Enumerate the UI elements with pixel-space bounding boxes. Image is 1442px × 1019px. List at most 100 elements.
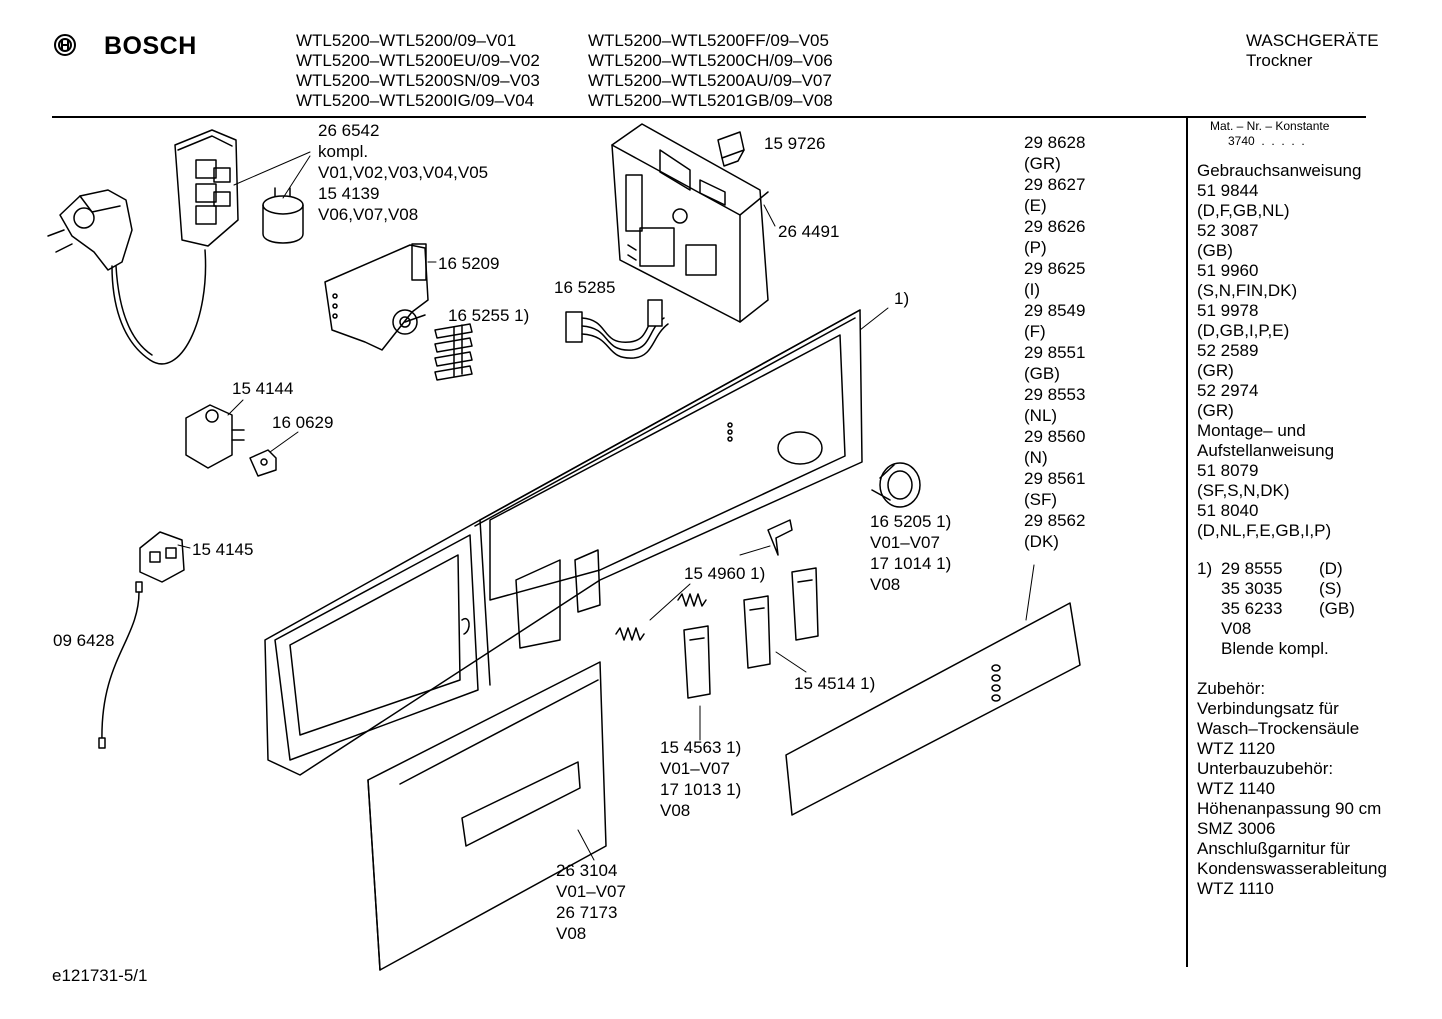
header-divider — [52, 116, 1366, 118]
wire-icon — [98, 581, 143, 749]
accessory-line: Kondenswasserableitung — [1197, 859, 1387, 878]
manual-line: Montage– und — [1197, 421, 1306, 440]
footnote-country: (D) — [1319, 559, 1343, 578]
manual-line: 52 2974 — [1197, 381, 1259, 400]
accessory-line: Unterbauzubehör: — [1197, 759, 1334, 778]
part-label-drawer: 26 3104 V01–V07 26 7173 V08 — [556, 861, 626, 943]
brand-name: BOSCH — [104, 32, 197, 60]
footnote-part: 35 6233 — [1221, 599, 1283, 618]
sensor-block-icon — [139, 531, 185, 583]
part-label-connector: 15 9726 — [764, 134, 826, 153]
footnote-version: V08 — [1221, 619, 1252, 638]
push-button-icon — [791, 567, 819, 641]
footnote-country: (S) — [1319, 579, 1342, 598]
manuals-list: Gebrauchsanweisung 51 9844 (D,F,GB,NL) 5… — [1197, 161, 1361, 541]
part-label-ribbon: 16 5285 — [554, 278, 616, 297]
electronic-module-icon — [611, 123, 769, 323]
accessory-line: Anschlußgarnitur für — [1197, 839, 1351, 858]
filter-block-icon — [174, 129, 239, 247]
manual-line: (D,GB,I,P,E) — [1197, 321, 1290, 340]
accessory-line: Wasch–Trockensäule — [1197, 719, 1360, 738]
manual-line: 51 8040 — [1197, 501, 1259, 520]
control-board-icon — [324, 243, 429, 351]
part-label-fascia-list: 29 8628 (GR) 29 8627 (E) 29 8626 (P) 29 … — [1024, 133, 1086, 551]
fascia-strip-icon — [785, 602, 1081, 816]
mat-nr-value: 3740 . . . . . — [1228, 134, 1305, 148]
power-plug-icon — [47, 189, 207, 365]
push-button-icon — [683, 625, 711, 699]
figure-code: e121731-5/1 — [52, 966, 148, 985]
spring-icon — [677, 593, 707, 607]
footnote-country: (GB) — [1319, 599, 1355, 618]
category-title: WASCHGERÄTE — [1246, 31, 1379, 50]
accessory-line: SMZ 3006 — [1197, 819, 1276, 838]
control-panel-icon — [264, 309, 863, 776]
door-switch-icon — [185, 404, 245, 469]
accessory-line: Verbindungsatz für — [1197, 699, 1339, 718]
manual-line: (GB) — [1197, 241, 1233, 260]
manual-line: 51 8079 — [1197, 461, 1259, 480]
part-label-push-buttons: 15 4514 1) — [794, 674, 876, 693]
subcategory-title: Trockner — [1246, 51, 1313, 70]
sidebar-divider — [1186, 117, 1188, 967]
ribbon-cable-icon — [565, 299, 669, 359]
selector-knob-icon — [871, 462, 921, 508]
part-label-buttons: 16 5255 1) — [448, 306, 530, 325]
manual-line: Aufstellanweisung — [1197, 441, 1335, 460]
manual-line: 52 2589 — [1197, 341, 1259, 360]
model-item: WTL5200–WTL5200SN/09–V03 — [296, 71, 540, 90]
connector-icon — [717, 131, 745, 167]
exploded-parts-drawing — [47, 123, 1081, 971]
model-item: WTL5200–WTL5200IG/09–V04 — [296, 91, 535, 110]
part-label-spring-clip: 15 4960 1) — [684, 564, 766, 583]
model-item: WTL5200–WTL5200/09–V01 — [296, 31, 517, 50]
footnote-part: 35 3035 — [1221, 579, 1283, 598]
footnote-marker: 1) — [1197, 559, 1213, 578]
push-button-set-icon — [434, 323, 473, 381]
footnote-part: 29 8555 — [1221, 559, 1283, 578]
part-label-sensor: 15 4145 — [192, 540, 254, 559]
footnote-table: 1) 29 8555 (D) 35 3035 (S) 35 6233 (GB) … — [1197, 559, 1355, 659]
model-list-left: WTL5200–WTL5200/09–V01 WTL5200–WTL5200EU… — [296, 31, 540, 111]
model-item: WTL5200–WTL5200CH/09–V06 — [588, 51, 833, 70]
part-label-door-switch: 15 4144 — [232, 379, 294, 398]
manual-line: (D,NL,F,E,GB,I,P) — [1197, 521, 1332, 540]
manual-line: 51 9978 — [1197, 301, 1259, 320]
mat-nr-block: Mat. – Nr. – Konstante 3740 . . . . . — [1210, 119, 1329, 149]
part-label-wire: 09 6428 — [53, 631, 115, 650]
accessory-line: Zubehör: — [1197, 679, 1266, 698]
accessory-line: WTZ 1120 — [1197, 739, 1276, 758]
part-label-board: 16 5209 — [438, 254, 500, 273]
manual-line: (S,N,FIN,DK) — [1197, 281, 1298, 300]
model-item: WTL5200–WTL5200AU/09–V07 — [588, 71, 832, 90]
manual-line: Gebrauchsanweisung — [1197, 161, 1362, 180]
push-button-icon — [743, 595, 771, 669]
model-item: WTL5200–WTL5200FF/09–V05 — [588, 31, 829, 50]
part-label-push-button: 15 4563 1) V01–V07 17 1013 1) V08 — [660, 738, 742, 820]
capacitor-icon — [262, 187, 304, 244]
part-label-knob: 16 5205 1) V01–V07 17 1014 1) V08 — [870, 512, 952, 594]
part-label-panel: 1) — [894, 289, 910, 308]
clip-icon — [249, 449, 277, 477]
footnote-block: 1) 29 8555 (D) 35 3035 (S) 35 6233 (GB) … — [1197, 559, 1355, 659]
accessory-line: WTZ 1110 — [1197, 879, 1274, 898]
manual-line: (GR) — [1197, 361, 1234, 380]
accessory-line: Höhenanpassung 90 cm — [1197, 799, 1382, 818]
manual-line: (GR) — [1197, 401, 1234, 420]
manual-line: 52 3087 — [1197, 221, 1259, 240]
manual-line: 51 9844 — [1197, 181, 1259, 200]
accessories-list: Zubehör: Verbindungsatz für Wasch–Trocke… — [1197, 679, 1387, 899]
bosch-logo-icon — [54, 34, 76, 56]
part-label-clip: 16 0629 — [272, 413, 334, 432]
part-label-filter: 26 6542 kompl. V01,V02,V03,V04,V05 15 41… — [318, 121, 489, 224]
drawer-front-icon — [367, 661, 607, 971]
spring-icon — [615, 627, 645, 641]
manual-line: (D,F,GB,NL) — [1197, 201, 1290, 220]
model-item: WTL5200–WTL5200EU/09–V02 — [296, 51, 540, 70]
model-list-right: WTL5200–WTL5200FF/09–V05 WTL5200–WTL5200… — [588, 31, 833, 111]
model-item: WTL5200–WTL5201GB/09–V08 — [588, 91, 833, 110]
accessory-line: WTZ 1140 — [1197, 779, 1276, 798]
mat-nr-label: Mat. – Nr. – Konstante — [1210, 119, 1330, 133]
part-label-module: 26 4491 — [778, 222, 840, 241]
button-spring-clip-icon — [767, 519, 793, 556]
